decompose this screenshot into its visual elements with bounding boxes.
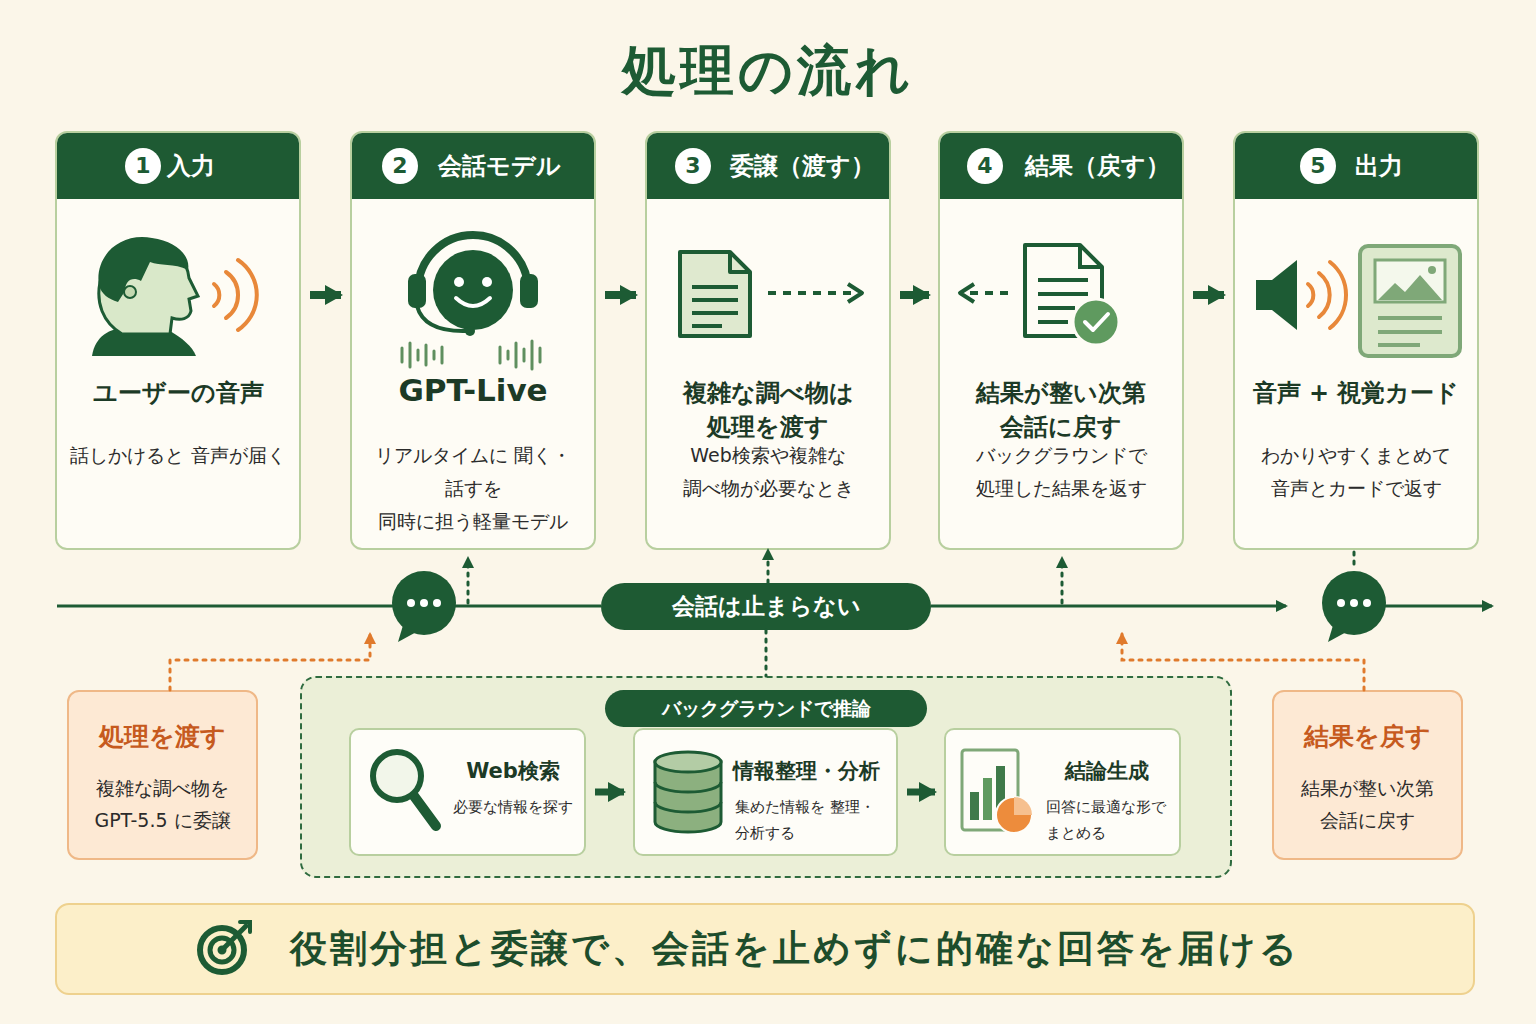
step-number-circle: 5 — [1300, 148, 1336, 184]
flow-arrow — [1193, 291, 1224, 299]
callout-number: 3 — [675, 148, 711, 184]
speech-bubble-part — [1328, 622, 1350, 642]
summary-banner: 役割分担と委譲で、会話を止めずに的確な回答を届ける — [55, 903, 1475, 995]
card-title: 音声 + 視覚カード — [1245, 376, 1467, 410]
card-title: GPT-Live — [362, 373, 584, 407]
process-box: 結論生成回答に最適な形で まとめる — [944, 728, 1181, 856]
timeline-part — [931, 605, 1286, 608]
card-body: 話しかけると 音声が届く — [67, 439, 289, 472]
process-card: 入力ユーザーの音声話しかけると 音声が届く 1 — [55, 131, 301, 550]
dotted-leader-part — [467, 558, 470, 603]
card-title: 複雑な調べ物は 処理を渡す — [657, 376, 879, 444]
box-title: 情報整理・分析 — [733, 756, 893, 786]
step-number-circle: 3 — [675, 148, 711, 184]
dotted-leader-part — [1353, 552, 1356, 570]
speech-bubble-part — [1322, 571, 1386, 635]
flow-arrow — [605, 291, 636, 299]
process-card: 出力音声 + 視覚カードわかりやすくまとめて 音声とカードで返す 5 — [1233, 131, 1479, 550]
speech-bubble-part — [1350, 599, 1358, 607]
callout-number: 1 — [125, 148, 161, 184]
speech-bubble-part — [392, 571, 456, 635]
background-group: バックグラウンドで推論Web検索必要な情報を探す情報整理・分析集めた情報を 整理… — [300, 676, 1232, 878]
callout-number: 2 — [382, 148, 418, 184]
step-number-circle: 1 — [125, 148, 161, 184]
card-body: リアルタイムに 聞く・話すを 同時に担う軽量モデル — [362, 439, 584, 538]
box-body: 回答に最適な形で まとめる — [1046, 794, 1176, 846]
card-body: わかりやすくまとめて 音声とカードで返す — [1245, 439, 1467, 505]
callout-number: 4 — [967, 148, 1003, 184]
card-title: 結果が整い次第 会話に戻す — [950, 376, 1172, 444]
dotted-leader-part — [1061, 558, 1064, 603]
card-body: バックグラウンドで 処理した結果を返す — [950, 439, 1172, 505]
box-body: 集めた情報を 整理・分析する — [735, 794, 885, 846]
process-card: 委譲（渡す） 複雑な調べ物は 処理を渡すWeb検索や複雑な 調べ物が必要なとき 3 — [645, 131, 891, 550]
step-number-circle: 4 — [967, 148, 1003, 184]
flow-arrow — [310, 291, 341, 299]
speech-bubble-part — [407, 599, 415, 607]
status-pill: 会話は止まらない — [601, 583, 931, 630]
banner-text: 役割分担と委譲で、会話を止めずに的確な回答を届ける — [290, 923, 1300, 975]
card-header: 委譲（渡す） — [730, 149, 875, 183]
pill-text: 会話は止まらない — [601, 583, 931, 630]
speech-bubble-part — [398, 622, 420, 642]
timeline-part — [57, 605, 601, 608]
callout-title: 処理を渡す — [69, 720, 256, 754]
card-header: 結果（戻す） — [1025, 149, 1170, 183]
step-number-circle: 2 — [382, 148, 418, 184]
speech-bubble-part — [1363, 599, 1371, 607]
box-title: Web検索 — [443, 756, 583, 786]
speech-bubble-part — [433, 599, 441, 607]
process-box: Web検索必要な情報を探す — [349, 728, 586, 856]
box-body: 必要な情報を探す — [443, 794, 583, 820]
box-title: 結論生成 — [1044, 756, 1169, 786]
speech-bubble — [1322, 571, 1386, 642]
flow-arrow — [900, 291, 929, 299]
group-heading: バックグラウンドで推論 — [605, 690, 927, 727]
callout-number: 5 — [1300, 148, 1336, 184]
card-title: ユーザーの音声 — [67, 376, 289, 410]
card-header: 入力 — [167, 149, 215, 183]
dotted-connector — [765, 630, 768, 676]
callout-body: 結果が整い次第 会話に戻す — [1284, 772, 1451, 836]
callout-body: 複雑な調べ物を GPT-5.5 に委譲 — [79, 772, 246, 836]
card-header: 出力 — [1355, 149, 1403, 183]
callout-box: 結果を戻す結果が整い次第 会話に戻す — [1272, 690, 1463, 860]
callout-title: 結果を戻す — [1274, 720, 1461, 754]
speech-bubble-part — [1337, 599, 1345, 607]
process-card: 結果（戻す） 結果が整い次第 会話に戻すバックグラウンドで 処理した結果を返す 4 — [938, 131, 1184, 550]
process-card: 会話モデル GPT-Live リアルタイムに 聞く・話すを 同時に担う軽量モデル 2 — [350, 131, 596, 550]
speech-bubble — [392, 571, 456, 642]
diagram-title: 処理の流れ — [0, 36, 1536, 106]
callout-box: 処理を渡す複雑な調べ物を GPT-5.5 に委譲 — [67, 690, 258, 860]
timeline-part — [1385, 605, 1492, 608]
process-box: 情報整理・分析集めた情報を 整理・分析する — [633, 728, 898, 856]
dotted-connector — [767, 550, 770, 583]
speech-bubble-part — [420, 599, 428, 607]
card-header: 会話モデル — [438, 149, 561, 183]
card-body: Web検索や複雑な 調べ物が必要なとき — [657, 439, 879, 505]
